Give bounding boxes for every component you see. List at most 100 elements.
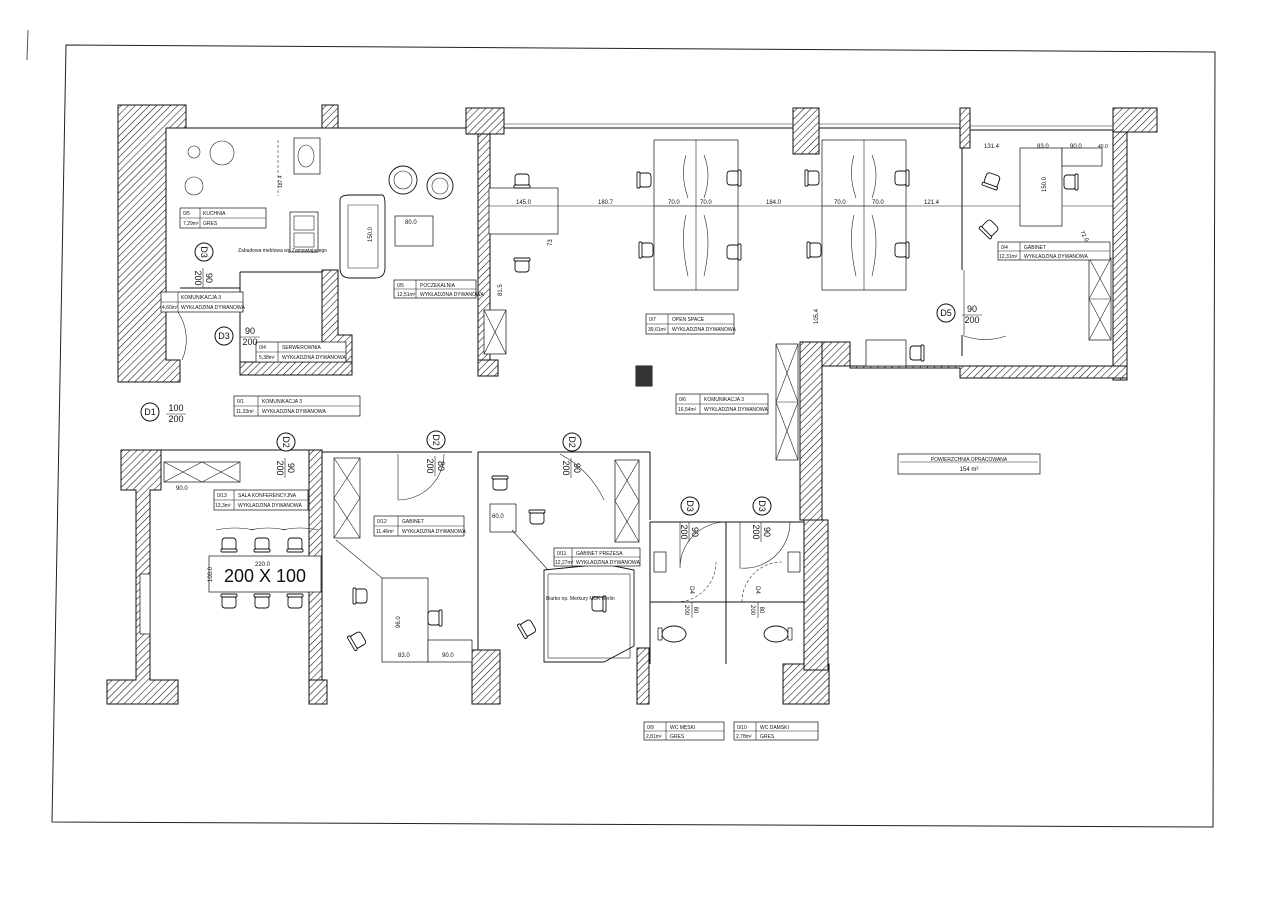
door-height: 200 [193,270,203,285]
room-floor: GRES [203,221,218,227]
room-floor: WYKŁADZINA DYWANOWA [402,529,466,535]
dim: 70.0 [872,200,884,206]
room-name: KOMUNIKACJA 3 [262,399,302,405]
room-label-wc-men: 0/9 WC MĘSKI 2,81m² GRES [643,721,725,741]
door-tag-d4-wc2: D4 80 200 [749,586,764,618]
room-label-corridor-b: 0/1 KOMUNIKACJA 3 11,33m² WYKŁADZINA DYW… [233,395,361,417]
dim: 150.0 [368,226,374,242]
door-width: 90 [762,527,772,537]
door-width: 80 [692,607,698,614]
room-area: 5,38m² [259,355,275,361]
room-code: 0/1 [237,399,244,405]
room-floor: WYKŁADZINA DYWANOWA [576,560,640,566]
dim: 96.0 [396,616,402,628]
room-label-open-space: 0/7 OPEN SPACE 39,61m² WYKŁADZINA DYWANO… [645,313,736,335]
door-tag: D4 [754,586,760,594]
room-area: 12,51m² [397,292,416,298]
conference-table-size: 200 X 100 [224,566,306,586]
room-area: 12,27m² [555,560,574,566]
dim: 90.0 [442,653,454,659]
room-floor: WYKŁADZINA DYWANOWA [420,292,484,298]
conference-furniture [139,527,322,635]
room-label-conference: 0/13 SALA KONFERENCYJNA 13,3m² WYKŁADZIN… [213,489,309,511]
door-width: 90 [204,273,214,283]
dim: 80.0 [405,220,417,226]
room-area: 2,81m² [646,734,662,740]
room-code: 0/10 [737,725,747,731]
door-width: 90 [245,326,255,336]
door-height: 200 [561,460,571,475]
room-floor: WYKŁADZINA DYWANOWA [704,407,768,413]
sheet-border [51,44,1216,828]
door-height: 200 [242,337,257,347]
door-height: 200 [749,605,755,616]
door-tag-d3-wc2: D3 90 200 [751,496,772,542]
room-label-corridor-c: 0/6 KOMUNIKACJA 3 16,54m² WYKŁADZINA DYW… [675,393,768,415]
room-floor: WYKŁADZINA DYWANOWA [1024,254,1088,260]
door-height: 200 [683,605,689,616]
total-area: POWIERZCHNIA OPRACOWANA 154 m² [897,453,1041,475]
room-name: WC MĘSKI [670,725,695,731]
dim: 70.0 [668,200,680,206]
room-code: 0/9 [647,725,654,731]
room-name: KOMUNIKACJA 3 [181,295,221,301]
room-label-corridor-a: KOMUNIKACJA 3 4,60m² WYKŁADZINA DYWANOWA [160,291,245,313]
room-name: GABINET [1024,245,1046,251]
room-code: 0/5 [183,211,190,217]
dim: 83.0 [398,653,410,659]
room-floor: GRES [760,734,775,740]
room-label-wc-women: 0/10 WC DAMSKI 2,78m² GRES [733,721,819,741]
door-width: 90 [690,527,700,537]
room-floor: GRES [670,734,685,740]
dim: 90.0 [1070,144,1082,150]
dim: 121.4 [924,200,940,206]
room-area: 11,46m² [376,529,394,535]
room-label-waiting: 0/5 POCZEKALNIA 12,51m² WYKŁADZINA DYWAN… [393,279,484,299]
room-floor: WYKŁADZINA DYWANOWA [238,503,302,509]
dim: 180.7 [598,200,614,206]
door-tag: D3 [199,246,209,258]
door-tag-d5: D5 90 200 [936,303,982,325]
dim: 145.0 [516,200,532,206]
dim: 150.0 [1042,176,1048,192]
room-floor: WYKŁADZINA DYWANOWA [262,409,326,415]
door-tag-d4-wc1: D4 80 200 [683,586,698,618]
room-label-ceo: 0/11 GABINET PREZESA 12,27m² WYKŁADZINA … [553,547,640,567]
partitions [161,123,1113,680]
dim: 105.4 [814,308,820,324]
door-height: 200 [679,524,689,539]
door-width: 80 [758,607,764,614]
door-tag-d3-top: D3 90 200 [214,326,260,347]
door-height: 200 [964,315,979,325]
waiting-furniture [339,165,454,279]
total-area-label: POWIERZCHNIA OPRACOWANA [931,457,1008,463]
room-area: 7,29m² [183,221,199,227]
room-area: 13,3m² [215,503,231,509]
dim: 60.0 [492,514,504,520]
room-floor: WYKŁADZINA DYWANOWA [181,305,245,311]
dim: 70.0 [700,200,712,206]
room-label-office-mid: 0/12 GABINET 11,46m² WYKŁADZINA DYWANOWA [373,515,466,537]
ceo-furniture [489,475,635,663]
kitchen-fixtures [184,137,321,253]
dim: 220.0 [255,562,271,568]
room-name: POCZEKALNIA [420,283,456,289]
door-tag-d3-kitchen: D3 90 200 [193,242,214,288]
total-area-value: 154 m² [960,467,979,473]
door-height: 200 [425,458,435,473]
room-name: GABINET [402,519,424,525]
kitchen-unit-note: Zabudowa meblowa wg Zamawiającego [238,248,327,254]
room-name: WC DAMSKI [760,725,789,731]
door-tag: D1 [144,407,156,417]
room-name: KUCHNIA [203,211,226,217]
dim: 70.0 [834,200,846,206]
door-width: 90 [967,304,977,314]
room-code: 0/7 [649,317,656,323]
door-tag-d2-b: D2 80 200 [425,430,446,476]
room-name: OPEN SPACE [672,317,705,323]
door-width: 90 [286,463,296,473]
room-name: SERWEROWNIA [282,345,321,351]
room-code: 0/12 [377,519,387,525]
door-tag: D3 [757,500,767,512]
